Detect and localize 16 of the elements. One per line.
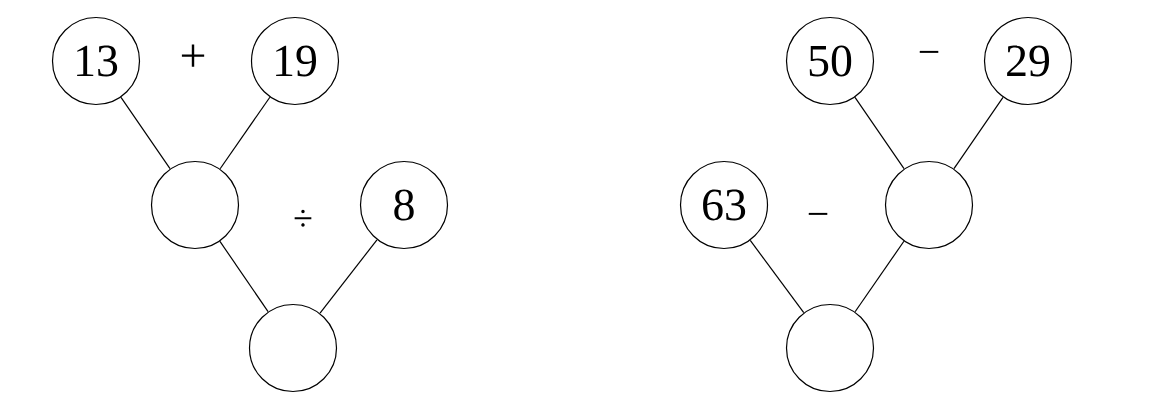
operator-sign: − <box>919 50 939 53</box>
connector-line <box>854 96 905 170</box>
connector-line <box>854 240 905 313</box>
operator-sign: + <box>181 44 205 67</box>
answer-circle <box>884 160 974 250</box>
operator-sign: ÷ <box>294 209 312 227</box>
answer-circle <box>785 303 875 393</box>
connector-line <box>319 239 378 314</box>
connector-line <box>219 240 269 313</box>
answer-circle <box>150 160 240 250</box>
operator-sign: − <box>808 212 828 215</box>
connector-line <box>120 96 171 170</box>
connector-line <box>953 96 1004 170</box>
answer-circle <box>248 303 338 393</box>
connector-line <box>219 96 271 170</box>
connector-line <box>749 239 805 314</box>
